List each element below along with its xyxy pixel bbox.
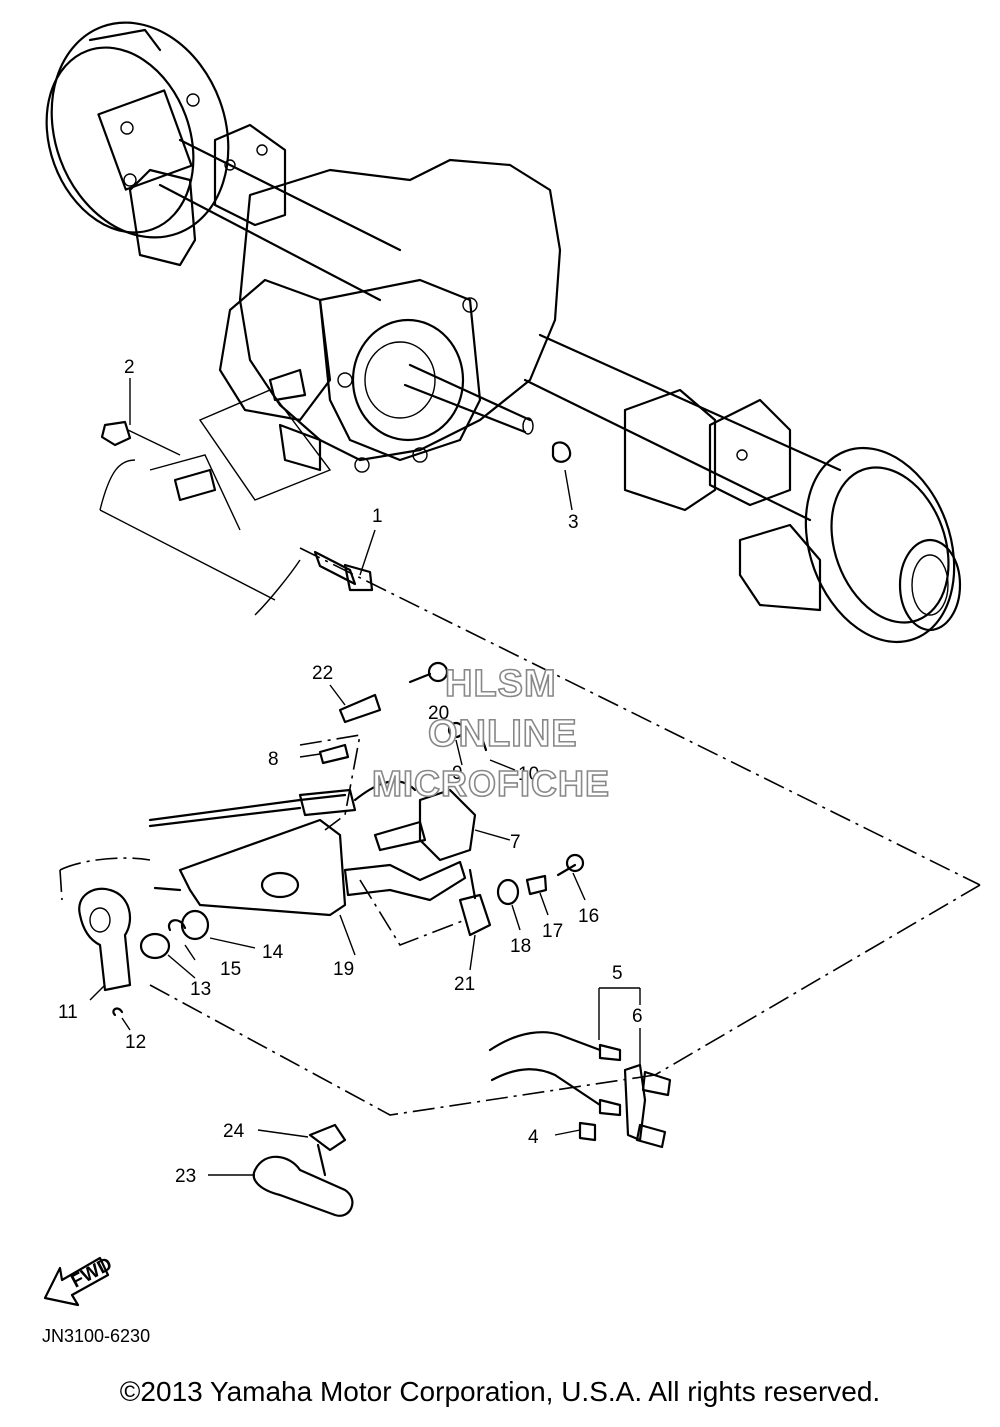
callout-4: 4 [528,1127,539,1148]
callout-20: 20 [428,703,449,724]
callout-7: 7 [510,832,521,853]
callout-2: 2 [124,357,135,378]
callout-16: 16 [578,906,599,927]
callout-10: 10 [518,764,539,785]
callout-numbers: 1 2 3 4 5 6 7 8 9 10 11 12 13 14 15 16 1… [58,357,643,1187]
callout-5: 5 [612,963,623,984]
rear-axle-assembly [45,21,962,644]
callout-18: 18 [510,936,531,957]
copyright-notice: ©2013 Yamaha Motor Corporation, U.S.A. A… [119,1376,881,1407]
callout-22: 22 [312,663,333,684]
anchor-bracket-group [99,389,374,616]
clamp-group [252,1123,354,1217]
lower-linkage-group [488,987,672,1149]
watermark-line2: ONLINE [428,713,578,755]
callout-17: 17 [542,921,563,942]
callout-14: 14 [262,942,284,963]
lever-cable-group [59,547,981,1116]
fwd-arrow: FWD [43,1254,116,1307]
fwd-label: FWD [68,1254,116,1293]
callout-11: 11 [58,1002,78,1023]
leader-lines [89,378,641,1176]
callout-23: 23 [175,1166,196,1187]
callout-6: 6 [632,1006,643,1027]
callout-24: 24 [223,1121,245,1142]
callout-3: 3 [568,512,579,533]
watermark-line3: MICROFICHE [372,763,610,804]
callout-21: 21 [454,974,475,995]
callout-13: 13 [190,979,211,1000]
callout-19: 19 [333,959,354,980]
drawing-code: JN3100-6230 [42,1326,150,1346]
callout-9: 9 [452,763,463,784]
watermark: HLSM ONLINE MICROFICHE [371,662,610,805]
callout-15: 15 [220,959,241,980]
callout-1: 1 [372,506,383,527]
callout-12: 12 [125,1032,146,1053]
callout-8: 8 [268,749,279,770]
watermark-line1: HLSM [445,663,557,705]
